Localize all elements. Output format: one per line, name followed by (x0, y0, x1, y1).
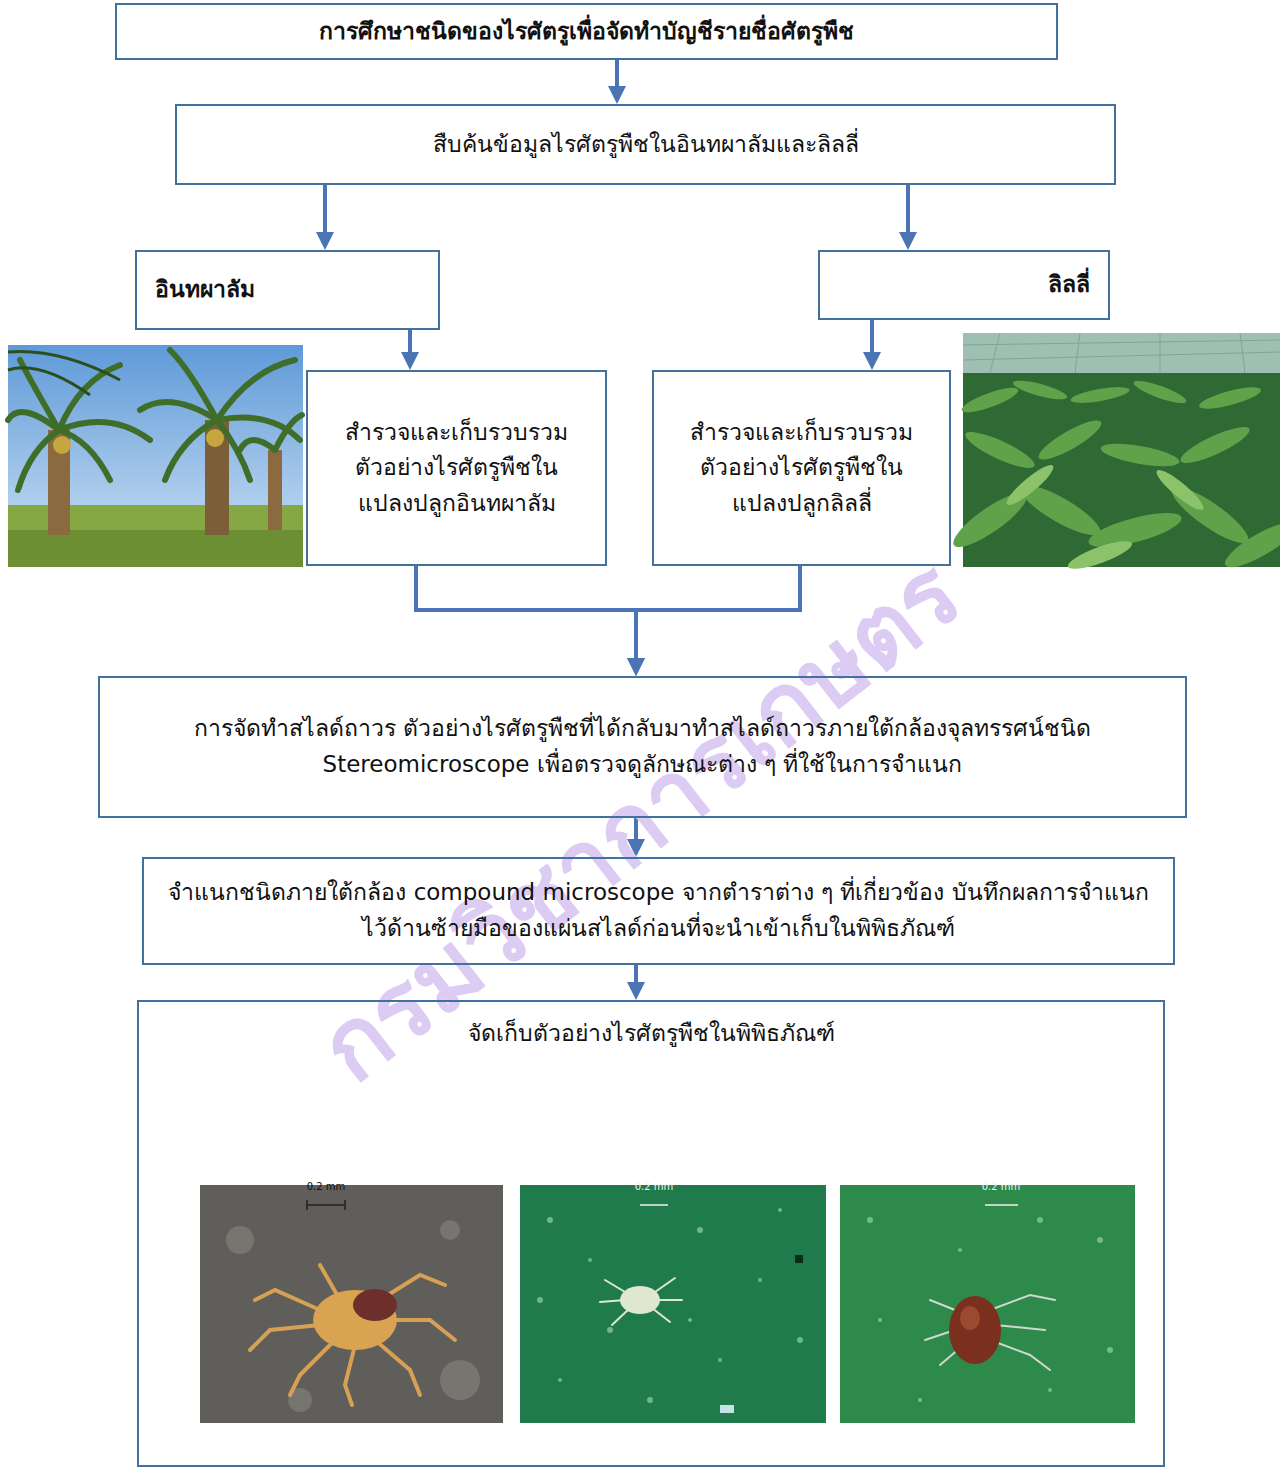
process-box: สืบค้นข้อมูลไรศัตรูพืชในอินทผาลัมและลิลล… (175, 104, 1116, 185)
flow-arrow (906, 185, 910, 240)
flow-arrow (615, 60, 619, 94)
branch-box: อินทผาลัม (135, 250, 440, 330)
palm-photo (8, 345, 303, 567)
mite-photo (840, 1185, 1135, 1423)
flow-arrow (408, 330, 412, 360)
flow-arrow (870, 320, 874, 360)
flow-arrow (416, 566, 636, 666)
flow-arrow (323, 185, 327, 240)
node-text: สำรวจและเก็บรวบรวม ตัวอย่างไรศัตรูพืชใน … (328, 415, 585, 522)
flow-arrow (634, 965, 638, 990)
node-text: สืบค้นข้อมูลไรศัตรูพืชในอินทผาลัมและลิลล… (193, 127, 1098, 163)
process-box: การจัดทำสไลด์ถาวร ตัวอย่างไรศัตรูพืชที่ไ… (98, 676, 1187, 818)
node-text: อินทผาลัม (155, 272, 420, 308)
node-text: สำรวจและเก็บรวบรวม ตัวอย่างไรศัตรูพืชใน … (674, 415, 929, 522)
lily-photo (947, 333, 1280, 575)
process-box: สำรวจและเก็บรวบรวม ตัวอย่างไรศัตรูพืชใน … (652, 370, 951, 566)
title-box: การศึกษาชนิดของไรศัตรูเพื่อจัดทำบัญชีราย… (115, 3, 1058, 60)
mite-photo (200, 1185, 503, 1423)
node-text: จำแนกชนิดภายใต้กล้อง compound microscope… (168, 875, 1149, 946)
node-text: การศึกษาชนิดของไรศัตรูเพื่อจัดทำบัญชีราย… (133, 14, 1040, 50)
scale-label: 0.2 mm (635, 1181, 674, 1192)
process-box: สำรวจและเก็บรวบรวม ตัวอย่างไรศัตรูพืชใน … (306, 370, 607, 566)
scale-label: 0.2 mm (982, 1181, 1021, 1192)
mite-photo (520, 1185, 826, 1423)
node-text: จัดเก็บตัวอย่างไรศัตรูพืชในพิพิธภัณฑ์ (159, 1016, 1143, 1052)
process-box: จำแนกชนิดภายใต้กล้อง compound microscope… (142, 857, 1175, 965)
node-text: ลิลลี่ (838, 267, 1090, 303)
scale-label: 0.2 mm (307, 1181, 346, 1192)
storage-panel: จัดเก็บตัวอย่างไรศัตรูพืชในพิพิธภัณฑ์ (137, 1000, 1165, 1467)
branch-box: ลิลลี่ (818, 250, 1110, 320)
node-text: การจัดทำสไลด์ถาวร ตัวอย่างไรศัตรูพืชที่ไ… (130, 711, 1155, 782)
